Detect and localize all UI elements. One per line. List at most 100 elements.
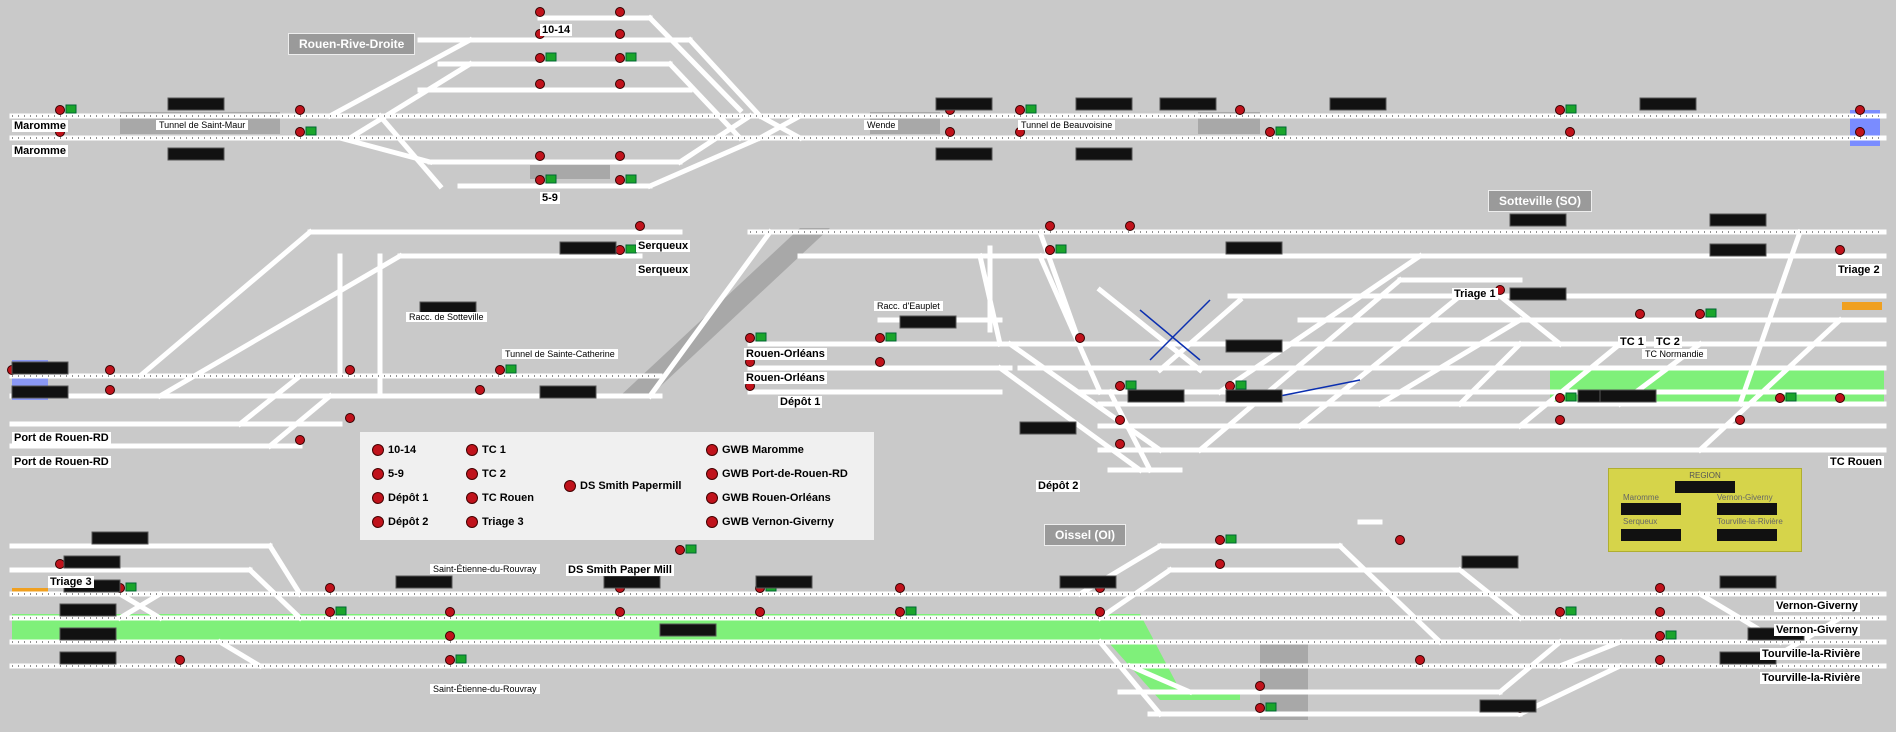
siding-group-5-9[interactable]: 5-9 bbox=[540, 192, 560, 204]
legend-item[interactable]: Dépôt 1 bbox=[372, 492, 428, 504]
endpoint-rouen-orleans[interactable]: Rouen-Orléans bbox=[744, 348, 827, 360]
signal-icon[interactable] bbox=[295, 435, 305, 445]
signal-icon[interactable] bbox=[1115, 415, 1125, 425]
endpoint-tourville[interactable]: Tourville-la-Rivière bbox=[1760, 672, 1863, 684]
legend-item[interactable]: TC 2 bbox=[466, 468, 506, 480]
signal-icon[interactable] bbox=[1735, 415, 1745, 425]
endpoint-maromme[interactable]: Maromme bbox=[12, 145, 68, 157]
endpoint-depot-2[interactable]: Dépôt 2 bbox=[1036, 480, 1081, 492]
legend-item[interactable]: 5-9 bbox=[372, 468, 404, 480]
endpoint-serqueux[interactable]: Serqueux bbox=[636, 264, 691, 276]
signal-icon[interactable] bbox=[1655, 655, 1665, 665]
signal-icon[interactable] bbox=[1095, 607, 1105, 617]
signal-icon[interactable] bbox=[1045, 244, 1067, 255]
signal-icon[interactable] bbox=[55, 559, 65, 569]
signal-icon[interactable] bbox=[55, 104, 77, 115]
signal-icon[interactable] bbox=[1255, 681, 1265, 691]
signal-icon[interactable] bbox=[1555, 415, 1565, 425]
endpoint-maromme[interactable]: Maromme bbox=[12, 120, 68, 132]
signal-icon[interactable] bbox=[1655, 630, 1677, 641]
signal-icon[interactable] bbox=[1835, 245, 1845, 255]
signal-icon[interactable] bbox=[1655, 607, 1665, 617]
signal-icon[interactable] bbox=[495, 364, 517, 375]
signal-icon[interactable] bbox=[1835, 393, 1845, 403]
signal-icon[interactable] bbox=[1255, 702, 1277, 713]
signal-icon[interactable] bbox=[615, 174, 637, 185]
endpoint-port-de-rouen[interactable]: Port de Rouen-RD bbox=[12, 456, 111, 468]
legend-item[interactable]: GWB Rouen-Orléans bbox=[706, 492, 831, 504]
legend-item[interactable]: Dépôt 2 bbox=[372, 516, 428, 528]
signal-icon[interactable] bbox=[1225, 380, 1247, 391]
signal-icon[interactable] bbox=[445, 654, 467, 665]
siding-group-10-14[interactable]: 10-14 bbox=[540, 24, 573, 36]
region-counter-maromme[interactable] bbox=[1621, 503, 1681, 515]
signal-icon[interactable] bbox=[105, 365, 115, 375]
signal-icon[interactable] bbox=[615, 52, 637, 63]
endpoint-triage-1[interactable]: Triage 1 bbox=[1452, 288, 1498, 300]
signal-icon[interactable] bbox=[1565, 127, 1575, 137]
endpoint-tc-rouen[interactable]: TC Rouen bbox=[1828, 456, 1884, 468]
signal-icon[interactable] bbox=[1045, 221, 1055, 231]
signal-icon[interactable] bbox=[535, 79, 545, 89]
signal-icon[interactable] bbox=[1125, 221, 1135, 231]
signal-icon[interactable] bbox=[1555, 392, 1577, 403]
signal-icon[interactable] bbox=[1215, 534, 1237, 545]
endpoint-tc-2[interactable]: TC 2 bbox=[1654, 336, 1682, 348]
endpoint-ds-smith-paper-mill[interactable]: DS Smith Paper Mill bbox=[566, 564, 674, 576]
signal-icon[interactable] bbox=[755, 607, 765, 617]
signal-icon[interactable] bbox=[875, 357, 885, 367]
region-counter-serqueux[interactable] bbox=[1621, 529, 1681, 541]
signal-icon[interactable] bbox=[535, 151, 545, 161]
signal-icon[interactable] bbox=[345, 365, 355, 375]
signal-icon[interactable] bbox=[615, 79, 625, 89]
signal-icon[interactable] bbox=[475, 385, 485, 395]
signal-icon[interactable] bbox=[1695, 308, 1717, 319]
signal-icon[interactable] bbox=[1555, 104, 1577, 115]
legend-item[interactable]: GWB Vernon-Giverny bbox=[706, 516, 834, 528]
signal-icon[interactable] bbox=[535, 52, 557, 63]
signal-icon[interactable] bbox=[1415, 655, 1425, 665]
signal-icon[interactable] bbox=[615, 244, 637, 255]
signal-icon[interactable] bbox=[875, 332, 897, 343]
signal-icon[interactable] bbox=[895, 583, 905, 593]
endpoint-tourville[interactable]: Tourville-la-Rivière bbox=[1760, 648, 1863, 660]
signal-icon[interactable] bbox=[615, 7, 625, 17]
signal-icon[interactable] bbox=[1075, 333, 1085, 343]
signal-icon[interactable] bbox=[535, 7, 545, 17]
region-counter-vernon[interactable] bbox=[1717, 503, 1777, 515]
signal-icon[interactable] bbox=[745, 332, 767, 343]
endpoint-rouen-orleans[interactable]: Rouen-Orléans bbox=[744, 372, 827, 384]
legend-item[interactable]: TC 1 bbox=[466, 444, 506, 456]
signal-icon[interactable] bbox=[1775, 392, 1797, 403]
signal-icon[interactable] bbox=[895, 606, 917, 617]
endpoint-port-de-rouen[interactable]: Port de Rouen-RD bbox=[12, 432, 111, 444]
signal-icon[interactable] bbox=[1015, 104, 1037, 115]
signal-icon[interactable] bbox=[1115, 380, 1137, 391]
signal-icon[interactable] bbox=[295, 126, 317, 137]
region-counter-tourville[interactable] bbox=[1717, 529, 1777, 541]
legend-item[interactable]: GWB Maromme bbox=[706, 444, 804, 456]
signal-icon[interactable] bbox=[325, 606, 347, 617]
signal-icon[interactable] bbox=[325, 583, 335, 593]
endpoint-triage-2[interactable]: Triage 2 bbox=[1836, 264, 1882, 276]
endpoint-vernon-giverny[interactable]: Vernon-Giverny bbox=[1774, 624, 1860, 636]
legend-item[interactable]: GWB Port-de-Rouen-RD bbox=[706, 468, 848, 480]
signal-icon[interactable] bbox=[1395, 535, 1405, 545]
legend-item[interactable]: TC Rouen bbox=[466, 492, 534, 504]
endpoint-serqueux[interactable]: Serqueux bbox=[636, 240, 691, 252]
signal-icon[interactable] bbox=[1855, 105, 1865, 115]
signal-icon[interactable] bbox=[175, 655, 185, 665]
signal-icon[interactable] bbox=[615, 151, 625, 161]
endpoint-triage-3[interactable]: Triage 3 bbox=[48, 576, 94, 588]
signal-icon[interactable] bbox=[295, 105, 305, 115]
legend-item[interactable]: 10-14 bbox=[372, 444, 416, 456]
signal-icon[interactable] bbox=[1555, 606, 1577, 617]
signal-icon[interactable] bbox=[445, 607, 455, 617]
signal-icon[interactable] bbox=[1855, 127, 1865, 137]
endpoint-vernon-giverny[interactable]: Vernon-Giverny bbox=[1774, 600, 1860, 612]
signal-icon[interactable] bbox=[1215, 559, 1225, 569]
signal-icon[interactable] bbox=[1265, 126, 1287, 137]
signal-icon[interactable] bbox=[105, 385, 115, 395]
endpoint-depot-1[interactable]: Dépôt 1 bbox=[778, 396, 823, 408]
signal-icon[interactable] bbox=[615, 29, 625, 39]
